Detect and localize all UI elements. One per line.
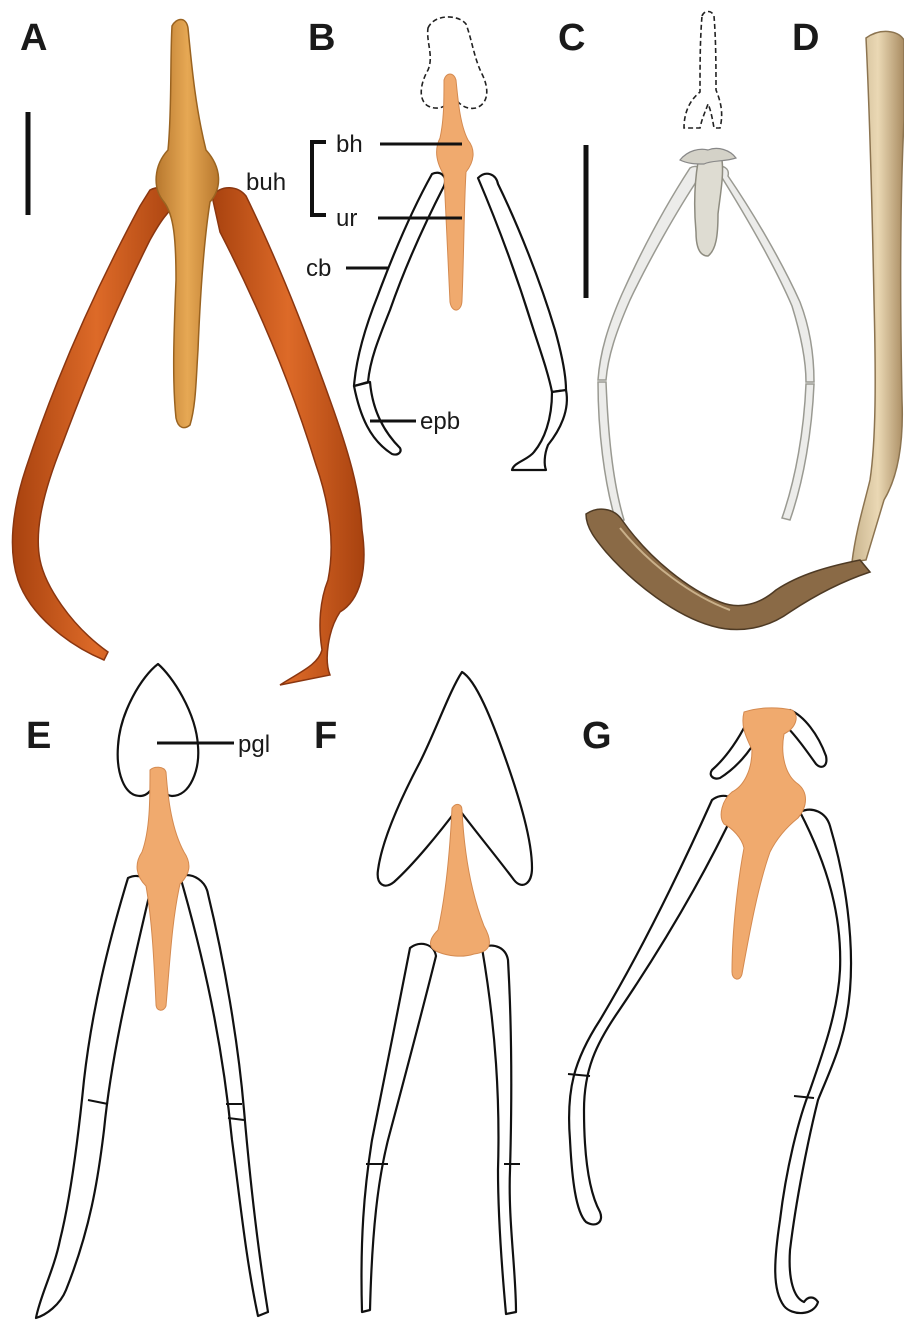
epibranchial-right-c xyxy=(782,384,814,520)
ceratobranchial-right-c xyxy=(716,166,814,382)
panel-label-b: B xyxy=(308,17,335,59)
ceratobranchial-left-c xyxy=(598,166,701,380)
epibranchial-left-b xyxy=(354,382,401,455)
ceratobranchial-left-e xyxy=(36,876,150,1318)
panel-c: C xyxy=(558,12,814,523)
label-bh: bh xyxy=(336,131,363,158)
joint-marks-g xyxy=(568,1074,814,1098)
panel-label-e: E xyxy=(26,715,51,757)
ceratobranchial-right-b xyxy=(478,174,566,392)
panel-label-c: C xyxy=(558,17,585,59)
panel-e: E pgl xyxy=(26,664,270,1318)
label-ur: ur xyxy=(336,205,357,232)
ceratobranchial-left-a xyxy=(12,188,180,660)
basihyal-c xyxy=(695,152,723,256)
ceratobranchial-left-f xyxy=(361,944,436,1312)
panel-label-d: D xyxy=(792,17,819,59)
ceratobranchial-right-f xyxy=(482,946,516,1314)
label-cb: cb xyxy=(306,255,331,282)
label-pgl: pgl xyxy=(238,731,270,758)
joint-marks-e xyxy=(88,1100,244,1120)
ceratobranchial-right-e xyxy=(180,875,268,1316)
bone-shaft-d xyxy=(852,31,904,562)
panel-a: A xyxy=(12,17,364,685)
label-buh: buh xyxy=(246,169,286,196)
ceratobranchial-left-b xyxy=(354,173,445,386)
hyoid-curve-d xyxy=(586,509,870,629)
panel-g: G xyxy=(568,708,851,1313)
ceratobranchial-right-g xyxy=(775,810,851,1313)
panel-label-f: F xyxy=(314,715,337,757)
hyoid-tip-c xyxy=(680,148,736,164)
ceratobranchial-left-g xyxy=(569,796,736,1225)
panel-label-g: G xyxy=(582,715,612,757)
buh-bracket xyxy=(312,142,326,215)
basihyal-urohyal-a xyxy=(156,20,218,428)
ceratobranchial-right-a xyxy=(212,188,364,685)
epibranchial-right-b xyxy=(512,390,567,470)
label-epb: epb xyxy=(420,408,460,435)
paraglossal-dashed-c xyxy=(684,12,722,129)
epibranchial-left-c xyxy=(598,382,624,522)
panel-d: D xyxy=(586,17,904,630)
panel-f: F xyxy=(314,672,532,1314)
panel-label-a: A xyxy=(20,17,47,59)
